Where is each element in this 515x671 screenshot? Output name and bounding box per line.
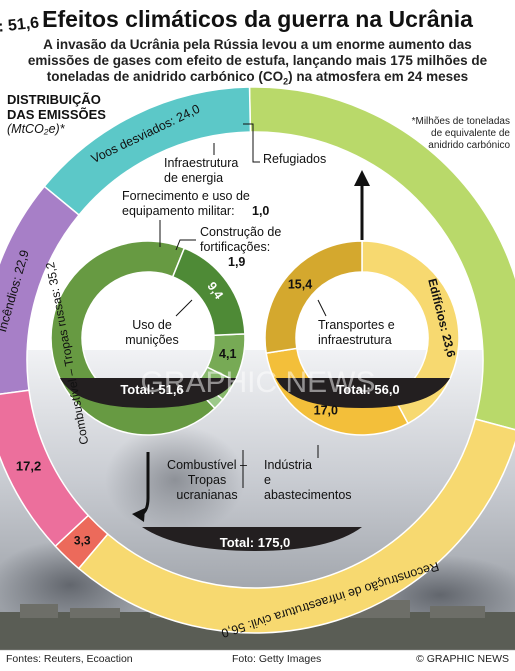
subtitle-line-1: A invasão da Ucrânia pela Rússia levou a…: [43, 37, 472, 52]
footer-sources: Fontes: Reuters, Ecoaction: [6, 653, 133, 665]
callout-municoes-line: [175, 299, 193, 317]
label-refugiados-value: 3,3: [74, 534, 91, 548]
distribution-unit: (MtCO₂e)*: [7, 122, 65, 136]
outer-total-label: Total: 175,0: [220, 535, 291, 550]
label-municoes-value: 4,1: [219, 347, 236, 361]
outer-ring-slice-2: [0, 185, 81, 395]
label-transportes-value: 15,4: [288, 277, 312, 291]
callout-fornecimento-value: 1,0: [252, 204, 269, 218]
label-industria-value: 17,0: [314, 403, 338, 417]
callout-municoes-1: Uso de: [132, 318, 172, 332]
callout-ucranianas-3: ucranianas: [176, 488, 237, 502]
callout-fortificacoes-value: 1,9: [228, 255, 245, 269]
arrow-military-head: [132, 508, 145, 522]
page-title: Efeitos climáticos da guerra na Ucrânia: [42, 6, 473, 32]
reconstruction-ring-slice-2: [264, 240, 363, 355]
callout-refugiados-line: [243, 123, 260, 163]
unit-note-line-1: *Milhões de toneladas: [411, 116, 510, 127]
callout-infraestrutura-energia-1: Infraestrutura: [164, 156, 238, 170]
distribution-title: DISTRIBUIÇÃO DAS EMISSÕES: [7, 92, 106, 122]
watermark: GRAPHIC NEWS: [140, 366, 375, 399]
subtitle-line-3-end: ) na atmosfera em 24 meses: [288, 69, 469, 84]
reconstruction-total-label: Total: 56,0: [336, 382, 399, 397]
callout-municoes-2: munições: [125, 333, 179, 347]
outer-ring-slice-5: [77, 418, 515, 634]
callout-fortificacoes-1: Construção de: [200, 225, 281, 239]
callout-fornecimento-2: equipamento militar:: [122, 204, 235, 218]
subtitle-subscript: 2: [283, 76, 289, 87]
footer-photo-credit: Foto: Getty Images: [232, 653, 322, 665]
subtitle-line-3: toneladas de anidrido carbónico (CO: [46, 69, 284, 84]
callout-transportes-1: Transportes e: [318, 318, 395, 332]
callout-ucranianas-1: Combustível –: [167, 458, 247, 472]
military-ring-slice-3: [206, 333, 246, 382]
reconstruction-total-band: [276, 378, 450, 408]
outer-ring-slice-0: [248, 86, 515, 431]
callout-industria-3: abastecimentos: [264, 488, 352, 502]
outer-total-band: [142, 527, 362, 551]
chart-overlays: [60, 170, 450, 551]
military-total-band: [60, 378, 236, 408]
callout-fornecimento-1: Fornecimento e uso de: [122, 189, 250, 203]
callout-transportes-line: [317, 299, 327, 317]
callout-refugiados: Refugiados: [263, 152, 326, 166]
callout-infraestrutura-energia-2: de energia: [164, 171, 223, 185]
callout-ucranianas-2: Tropas: [188, 473, 226, 487]
arrow-recon-head: [354, 170, 370, 186]
callout-transportes-2: infraestrutura: [318, 333, 392, 347]
distribution-title-line-2: DAS EMISSÕES: [7, 107, 106, 122]
outer-ring-slice-1: [43, 86, 252, 217]
unit-note: *Milhões de toneladas de equivalente de …: [392, 116, 510, 152]
reconstruction-ring-slice-0: [361, 240, 460, 425]
reconstruction-ring: [264, 240, 460, 436]
subtitle-line-2: emissões de gases com efeito de estufa, …: [27, 53, 488, 68]
page-subtitle: A invasão da Ucrânia pela Rússia levou a…: [20, 37, 495, 90]
unit-note-line-3: anidrido carbónico: [428, 140, 510, 151]
distribution-title-line-1: DISTRIBUIÇÃO: [7, 92, 101, 107]
unit-note-line-2: de equivalente de: [431, 128, 510, 139]
callout-fortificacoes-2: fortificações:: [200, 240, 270, 254]
callout-industria-1: Indústria: [264, 458, 312, 472]
outer-ring: [0, 86, 515, 634]
photo-smoke-mid: [105, 425, 245, 535]
footer-copyright: © GRAPHIC NEWS: [416, 653, 509, 665]
callout-fortificacoes-line: [175, 239, 196, 251]
label-energia-value: 17,2: [16, 459, 41, 474]
footer-band: [0, 650, 515, 671]
outer-ring-slice-3: [0, 389, 90, 548]
callout-industria-2: e: [264, 473, 271, 487]
military-ring-slice-4: [171, 247, 246, 336]
military-total-label: Total: 51,6: [120, 382, 183, 397]
outer-ring-slice-4: [54, 514, 109, 570]
